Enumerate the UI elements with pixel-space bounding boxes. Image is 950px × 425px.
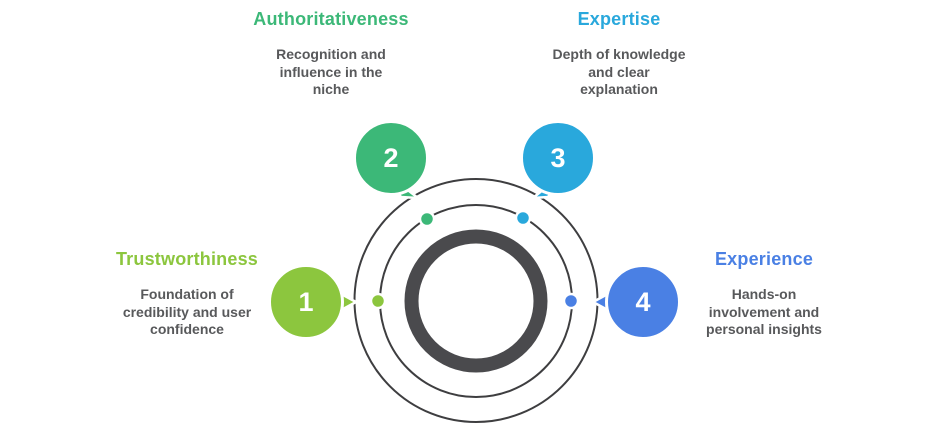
step-bubble-3: 3 (520, 120, 596, 196)
orbit-dot-4 (562, 292, 580, 310)
label-block-expertise: Expertise Depth of knowledge and clear e… (509, 9, 729, 99)
orbit-dot-1 (369, 292, 387, 310)
label-block-experience: Experience Hands-on involvement and pers… (654, 249, 874, 339)
step-number-3: 3 (550, 142, 566, 173)
center-ring (404, 229, 548, 373)
step-bubble-1: 1 (268, 264, 344, 340)
item-title-expertise: Expertise (577, 9, 661, 29)
item-description-expertise: Depth of knowledge and clear explanation (552, 46, 686, 97)
step-bubble-2: 2 (353, 120, 429, 196)
label-block-trustworthiness: Trustworthiness Foundation of credibilit… (77, 249, 297, 339)
item-title-authoritativeness: Authoritativeness (253, 9, 409, 29)
step-bubble-4: 4 (605, 264, 681, 340)
item-description-experience: Hands-on involvement and personal insigh… (706, 286, 822, 337)
step-number-2: 2 (383, 142, 399, 173)
step-number-4: 4 (635, 286, 651, 317)
orbit-dot-3 (514, 209, 532, 227)
item-title-experience: Experience (714, 249, 814, 269)
item-description-trustworthiness: Foundation of credibility and user confi… (122, 286, 252, 337)
step-number-1: 1 (298, 286, 314, 317)
outer-orbit-circle (353, 178, 599, 423)
item-title-trustworthiness: Trustworthiness (115, 249, 259, 269)
label-block-authoritativeness: Authoritativeness Recognition and influe… (221, 9, 441, 99)
item-description-authoritativeness: Recognition and influence in the niche (276, 46, 386, 97)
orbit-dot-2 (418, 210, 436, 228)
